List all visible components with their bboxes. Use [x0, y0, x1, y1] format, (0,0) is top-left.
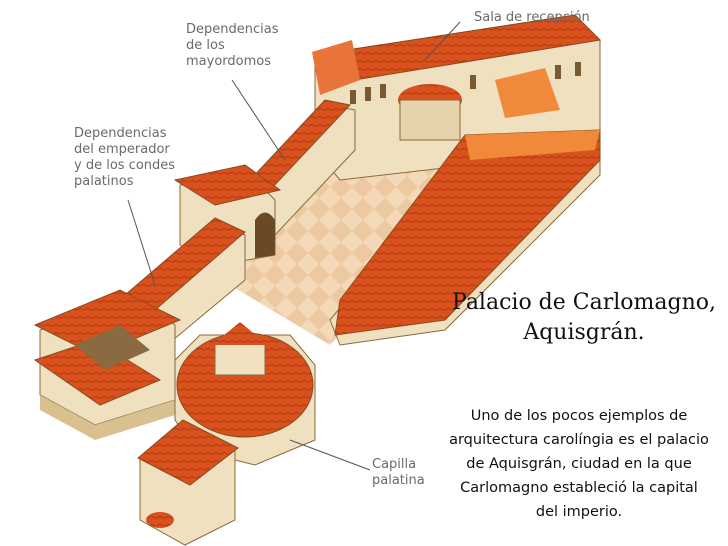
courtyard: [205, 120, 470, 345]
label-sala-recepcion: Sala de recepción: [474, 10, 590, 25]
caption-title: Palacio de Carlomagno, Aquisgrán.: [452, 290, 716, 345]
leader-lines: [127, 21, 461, 471]
caption-description: Uno de los pocos ejemplos de arquitectur…: [449, 408, 709, 520]
palatine-chapel: [137, 322, 316, 546]
north-wing: [173, 99, 356, 266]
label-capilla: Capilla palatina: [372, 457, 425, 488]
label-mayordomos: Dependencias de los mayordomos: [186, 22, 279, 69]
west-wing: [33, 217, 246, 440]
label-emperador: Dependencias del emperador y de los cond…: [74, 126, 176, 189]
east-wing: [329, 129, 601, 346]
